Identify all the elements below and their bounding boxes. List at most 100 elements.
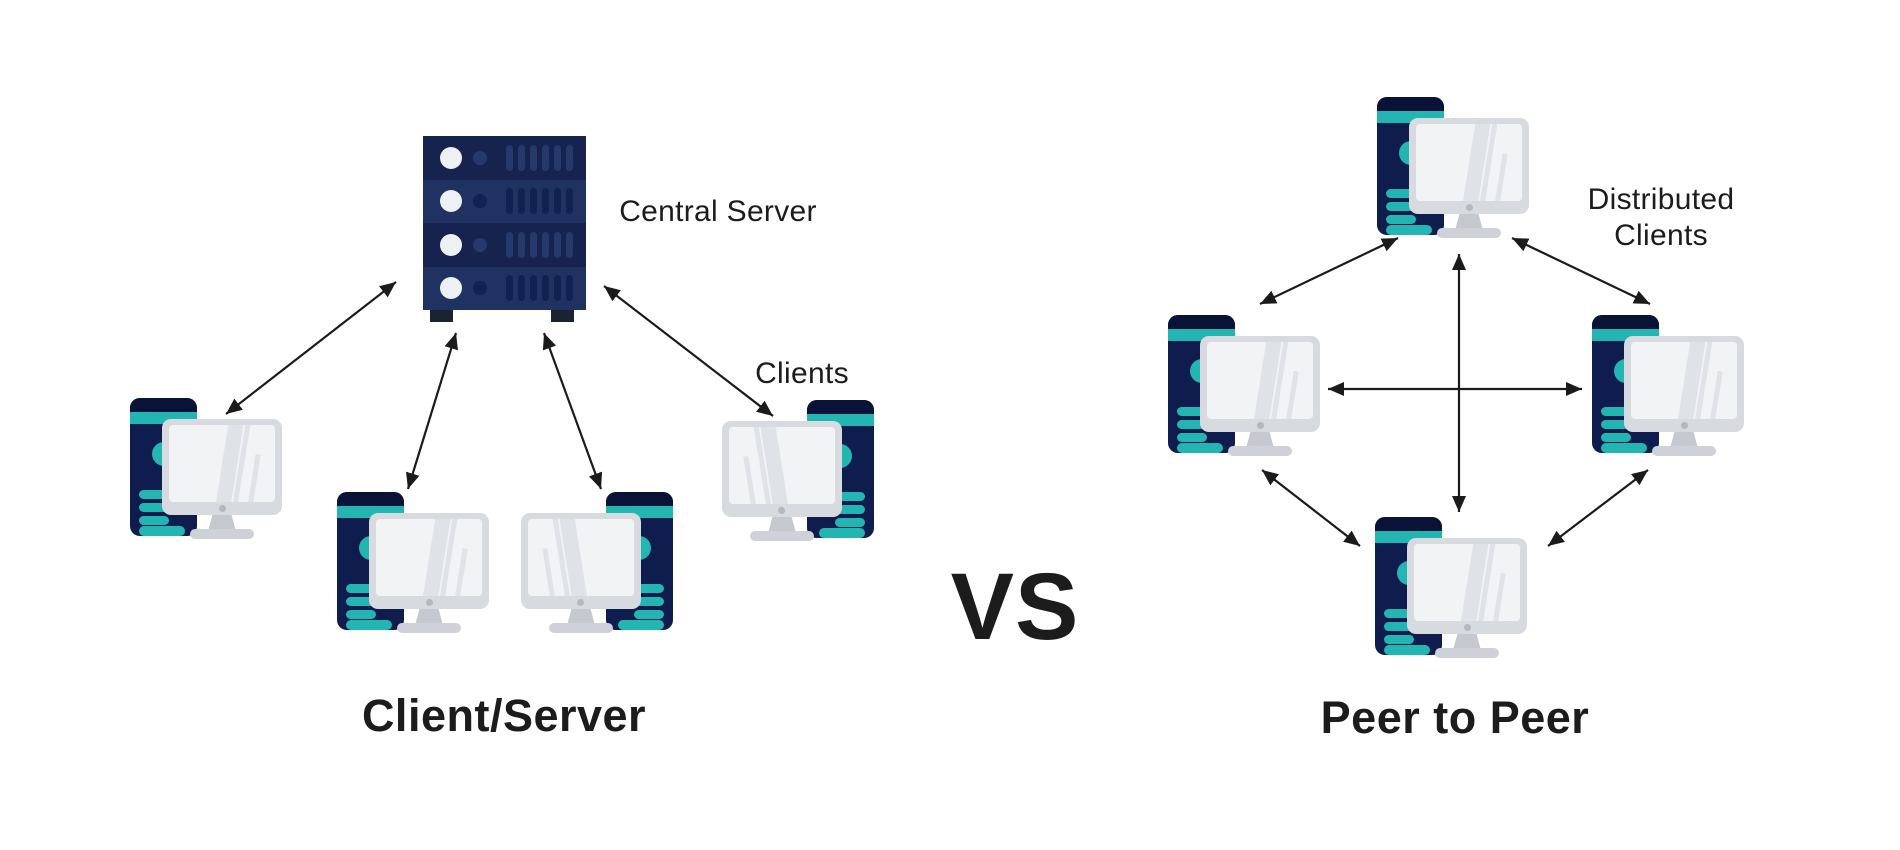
vent-bar [1601, 443, 1647, 453]
vent-bar [1177, 420, 1207, 429]
clients-label: Clients [755, 357, 849, 390]
arrow-server-client1 [225, 281, 397, 415]
vent-bar [1177, 443, 1223, 453]
computer-icon-peer-bottom [1375, 517, 1527, 658]
central-server-label: Central Server [619, 195, 817, 228]
screen-glare [1488, 573, 1506, 621]
camera-dot [1463, 624, 1471, 631]
vent-bar [1384, 622, 1414, 631]
server-foot [551, 310, 574, 322]
tower-cap [130, 398, 197, 412]
server-rack-unit [423, 179, 586, 223]
monitor-screen [376, 519, 482, 596]
server-rack-unit [423, 266, 586, 310]
tower-cap [807, 400, 874, 414]
monitor [1624, 336, 1744, 432]
vent-slats-icon [506, 188, 573, 215]
vent-bar [346, 610, 376, 619]
monitor [162, 419, 282, 515]
camera-dot [218, 505, 226, 512]
server-rack-unit [423, 223, 586, 267]
vent-bar [1384, 609, 1414, 618]
vent-bar [1386, 225, 1432, 235]
vent-slats-icon [506, 275, 573, 302]
screen-glare [1490, 153, 1508, 201]
arrow-server-client2 [406, 332, 458, 490]
monitor-screen [1416, 124, 1522, 201]
tower-cap [337, 492, 404, 506]
vent-bar [346, 620, 392, 630]
vent-bar [1384, 645, 1430, 655]
monitor-stand-base [750, 531, 814, 541]
arrow-server-client4 [603, 285, 774, 417]
vent-bar [819, 528, 865, 538]
vs-label: VS [950, 554, 1080, 660]
monitor-stand-base [1228, 446, 1292, 456]
camera-dot [1680, 422, 1688, 429]
monitor-stand-base [190, 529, 254, 539]
arrow-peerright-peerbottom [1547, 469, 1649, 547]
arrow-peertop-peerleft [1259, 237, 1399, 305]
led-light [440, 146, 462, 169]
monitor-stand-base [549, 623, 613, 633]
screen-glare [450, 548, 468, 596]
computer-icon-client-4 [722, 400, 874, 541]
vent-bar [1384, 635, 1414, 644]
monitor-screen [1207, 342, 1313, 419]
vent-bar [346, 597, 376, 606]
power-knob [473, 150, 487, 165]
camera-dot [778, 507, 786, 514]
vent-bar [139, 526, 185, 536]
power-knob [473, 281, 487, 296]
tower-cap [1375, 517, 1442, 531]
monitor-screen [528, 519, 634, 596]
vent-bar [1386, 189, 1416, 198]
monitor [369, 513, 489, 609]
vent-bar [1601, 420, 1631, 429]
monitor [722, 421, 842, 517]
vent-bar [1601, 407, 1631, 416]
vent-bar [139, 490, 169, 499]
camera-dot [1465, 204, 1473, 211]
power-knob [473, 194, 487, 209]
vent-bar [1177, 407, 1207, 416]
power-knob [473, 237, 487, 252]
server-foot [430, 310, 453, 322]
monitor [1407, 538, 1527, 634]
tower-cap [1168, 315, 1235, 329]
screen-glare [1705, 371, 1723, 419]
vent-slats-icon [506, 144, 573, 171]
vent-bar [346, 584, 376, 593]
computer-icon-peer-left [1168, 315, 1320, 456]
vent-bar [634, 610, 664, 619]
server-rack-icon [423, 136, 586, 322]
vent-bar [139, 503, 169, 512]
vent-bar [1177, 433, 1207, 442]
computer-icon-client-2 [337, 492, 489, 633]
vent-bar [1386, 215, 1416, 224]
computer-icon-client-3 [521, 492, 673, 633]
monitor-stand-base [1437, 228, 1501, 238]
monitor-stand-base [1435, 648, 1499, 658]
client-server-title: Client/Server [361, 690, 647, 741]
camera-dot [425, 599, 433, 606]
arrow-peertop-peerright [1511, 237, 1651, 305]
vent-bar [139, 516, 169, 525]
peer-to-peer-title: Peer to Peer [1320, 692, 1590, 743]
monitor-screen [729, 427, 835, 504]
computer-icon-peer-right [1592, 315, 1744, 456]
tower-cap [1592, 315, 1659, 329]
vent-bar [835, 518, 865, 527]
distributed-clients-label: Distributed Clients [1587, 183, 1735, 252]
computer-icon-peer-top [1377, 97, 1529, 238]
vent-bar [1601, 433, 1631, 442]
monitor [1200, 336, 1320, 432]
screen-glare [542, 548, 560, 596]
monitor-screen [1414, 544, 1520, 621]
computer-icon-client-1 [130, 398, 282, 539]
led-light [440, 277, 462, 300]
screen-glare [1281, 371, 1299, 419]
arrow-server-client3 [542, 332, 603, 490]
led-light [440, 233, 462, 256]
